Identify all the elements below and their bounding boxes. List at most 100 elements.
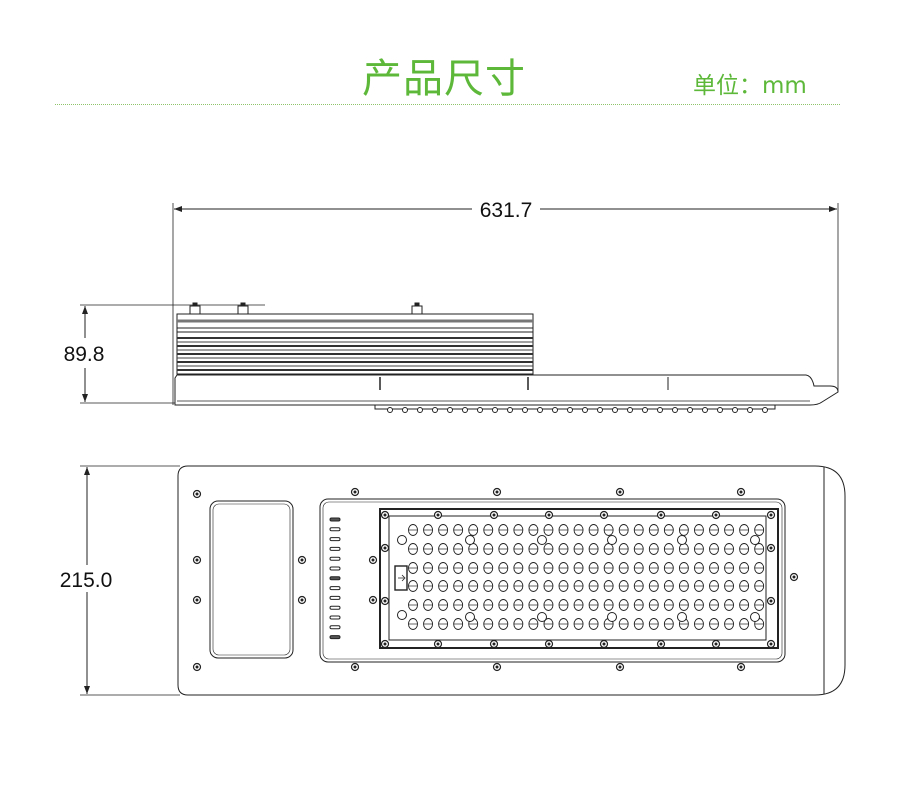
led-lens-bump [702, 407, 708, 413]
vent-slot [329, 517, 341, 522]
led-lens-bump [447, 407, 453, 413]
sensor-hole [607, 612, 617, 622]
sensor-hole [397, 610, 407, 620]
led-lens-bump [387, 407, 393, 413]
led-lens-bump [492, 407, 498, 413]
screw-center [769, 599, 773, 603]
led-lens-bump [627, 407, 633, 413]
screw-center [436, 513, 440, 517]
page-title: 产品尺寸 [362, 56, 526, 102]
led-lens-bump [717, 407, 723, 413]
sensor-hole [397, 535, 407, 545]
screw-center [495, 665, 499, 669]
led-lens-bump [432, 407, 438, 413]
screw-center [769, 513, 773, 517]
screw-center [383, 599, 387, 603]
led-lens-profile [387, 407, 768, 413]
sensor-hole [677, 612, 687, 622]
screw-center [602, 513, 606, 517]
led-lens-bump [462, 407, 468, 413]
vent-slot [329, 527, 341, 532]
sensor-hole [465, 612, 475, 622]
led-lens-bump [762, 407, 768, 413]
screw-center [714, 513, 718, 517]
heatsink-body [176, 313, 534, 375]
led-lens-bump [537, 407, 543, 413]
led-lens-area [388, 515, 767, 641]
led-panel-frame [319, 498, 786, 663]
screw-center [714, 642, 718, 646]
vent-slot [329, 625, 341, 630]
led-lens-bump [507, 407, 513, 413]
screw-center [492, 642, 496, 646]
screw-center [739, 665, 743, 669]
top-view: 215.0 [60, 465, 846, 696]
screw-center [195, 492, 199, 496]
unit-label: 单位：mm [693, 73, 807, 99]
vent-slot [329, 576, 341, 581]
led-array [397, 524, 765, 630]
screw-center [353, 490, 357, 494]
screw-center [300, 558, 304, 562]
side-view: 631.7 89.8 [64, 199, 839, 413]
screw-center [195, 665, 199, 669]
length-dimension-label: 631.7 [480, 199, 533, 222]
screw-center [792, 575, 796, 579]
vent-slot [329, 546, 341, 551]
screw-center [383, 642, 387, 646]
base-plate [177, 465, 846, 696]
screw-center [436, 642, 440, 646]
screw-center [659, 642, 663, 646]
screw-center [618, 490, 622, 494]
vent-slot [329, 635, 341, 640]
vent-slot [329, 566, 341, 571]
screw-center [195, 558, 199, 562]
screw-center [769, 642, 773, 646]
vent-slots [329, 517, 341, 640]
led-lens-bump [732, 407, 738, 413]
vent-slot [329, 605, 341, 610]
screw-center [769, 546, 773, 550]
screw-center [618, 665, 622, 669]
connector-marker [394, 565, 408, 591]
screw-center [371, 598, 375, 602]
screw-center [602, 642, 606, 646]
screw-center [547, 642, 551, 646]
screw-center [739, 490, 743, 494]
screw-center [492, 513, 496, 517]
led-lens-bump [582, 407, 588, 413]
width-dimension-label: 215.0 [60, 569, 113, 592]
screw-center [371, 558, 375, 562]
led-lens-bump [672, 407, 678, 413]
sensor-hole [537, 612, 547, 622]
screw-center [383, 546, 387, 550]
screw-center [547, 513, 551, 517]
vent-slot [329, 615, 341, 620]
led-module-edge [374, 404, 776, 410]
led-lens-bump [552, 407, 558, 413]
sensor-hole [537, 535, 547, 545]
vent-slot [329, 537, 341, 542]
led-board [379, 508, 779, 649]
sensor-hole [465, 535, 475, 545]
vent-slot [329, 586, 341, 591]
led-lens-bump [747, 407, 753, 413]
led-lens-bump [597, 407, 603, 413]
led-lens-bump [522, 407, 528, 413]
sensor-hole [750, 612, 760, 622]
sensor-hole [750, 535, 760, 545]
vent-slot [329, 556, 341, 561]
screw-center [495, 490, 499, 494]
heatsink-fins [177, 337, 533, 371]
driver-window [209, 500, 294, 659]
height-dimension-label: 89.8 [64, 343, 105, 366]
header-divider [55, 104, 840, 105]
led-lens-bump [567, 407, 573, 413]
led-lens-bump [687, 407, 693, 413]
led-lens-bump [402, 407, 408, 413]
screw-center [353, 665, 357, 669]
screw-center [300, 598, 304, 602]
led-lens-bump [612, 407, 618, 413]
